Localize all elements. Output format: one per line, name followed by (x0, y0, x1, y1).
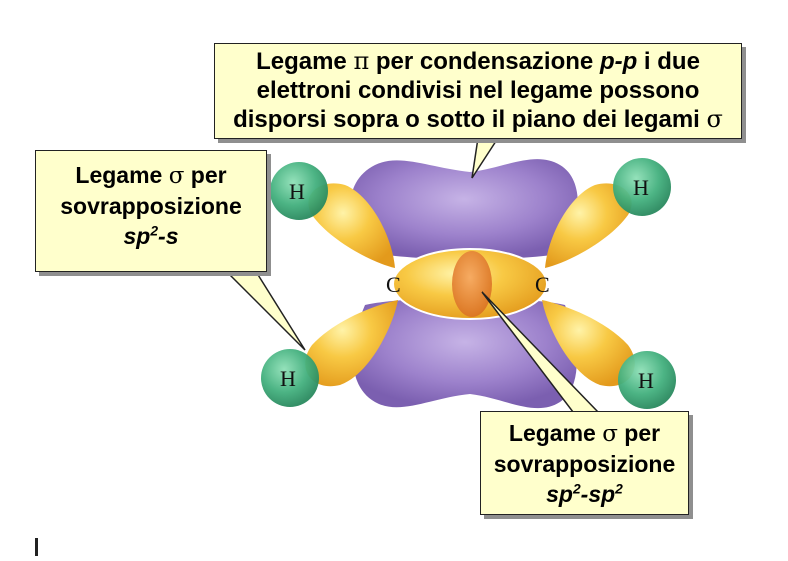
hydrogen-s-orbital-bottom-left (261, 349, 319, 407)
sigma-symbol: σ (706, 105, 723, 133)
carbon-label-left: C (386, 272, 401, 297)
text-cursor (35, 538, 38, 556)
sp2-orbital-bottom-right (542, 300, 635, 387)
hydrogen-s-orbital-top-right (613, 158, 671, 216)
sp2-orbital-bottom-left (305, 300, 398, 387)
sigma-right-line-2: sovrapposizione (493, 451, 676, 477)
pi-callout-line-3: disporsi sopra o sotto il piano dei lega… (233, 105, 723, 133)
sigma-left-callout-pointer (223, 269, 306, 351)
sigma-right-line-1: Legame σ per (508, 420, 661, 447)
carbon-label-right: C (535, 272, 550, 297)
sigma-right-line-3: sp2-sp2 (546, 481, 623, 507)
sigma-sp2-s-callout: Legame σ per sovrapposizione sp2-s (35, 150, 267, 272)
hydrogen-s-orbital-top-left (270, 162, 328, 220)
pi-orbital-lower-lobe (353, 298, 577, 409)
hydrogen-label-bottom-left: H (280, 366, 296, 391)
sp2-orbital-top-right (545, 183, 632, 268)
pi-symbol: π (353, 47, 370, 75)
pi-orbital-upper-lobe (350, 159, 578, 260)
sp2-orbital-top-left (308, 183, 395, 268)
sigma-symbol: σ (168, 163, 185, 189)
sigma-left-line-3: sp2-s (123, 223, 179, 249)
sigma-sp2-sp2-callout: Legame σ per sovrapposizione sp2-sp2 (480, 411, 689, 515)
hydrogen-s-orbital-bottom-right (618, 351, 676, 409)
sigma-left-line-2: sovrapposizione (60, 193, 242, 219)
hydrogen-label-bottom-right: H (638, 368, 654, 393)
sigma-overlap-region (452, 251, 492, 317)
hydrogen-label-top-right: H (633, 175, 649, 200)
pi-bond-callout: Legame π per condensazione p-p i due ele… (214, 43, 742, 139)
pi-callout-line-1: Legame π per condensazione p-p i due (256, 47, 700, 75)
pi-callout-line-2: elettroni condivisi nel legame possono (256, 77, 700, 104)
hydrogen-label-top-left: H (289, 179, 305, 204)
sigma-symbol: σ (602, 421, 618, 447)
sigma-left-line-1: Legame σ per (75, 162, 227, 189)
